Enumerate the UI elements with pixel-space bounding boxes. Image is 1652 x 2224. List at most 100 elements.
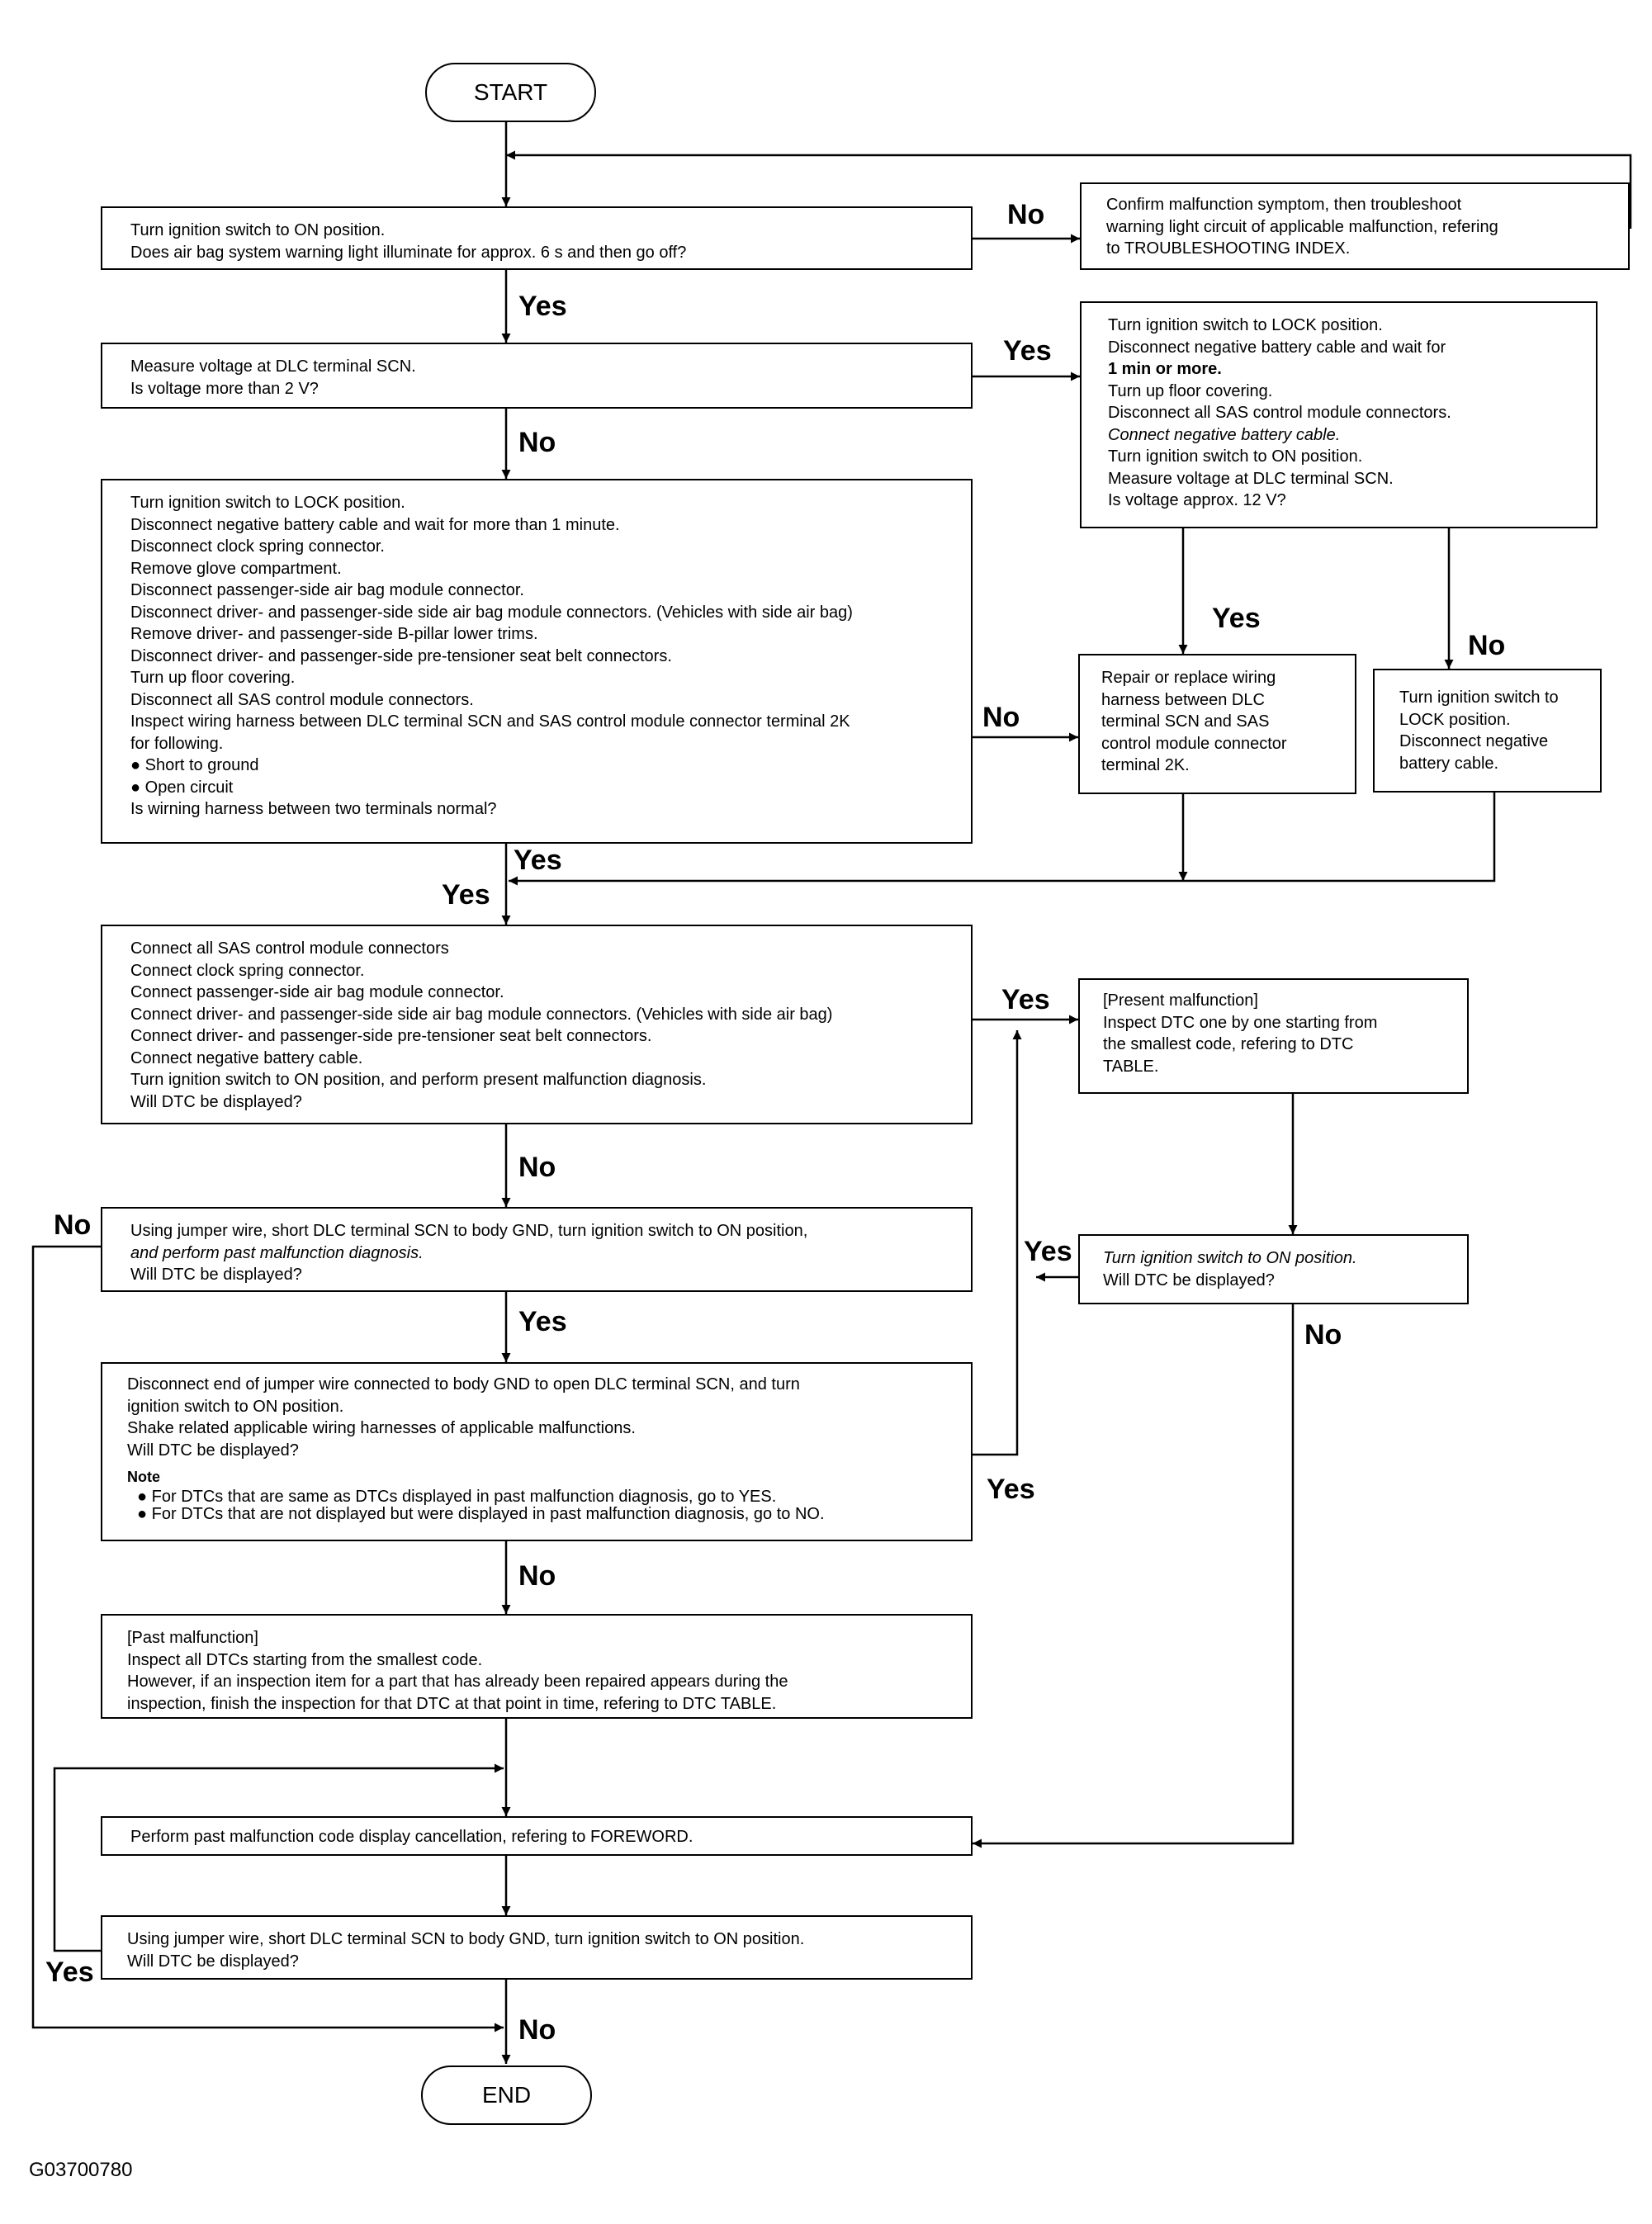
b5-line: Is wirning harness between two terminals… [130,800,497,818]
b6-line: terminal SCN and SAS [1101,712,1270,731]
connector-b7-to-merge [509,793,1496,886]
b5-line: Disconnect passenger-side air bag module… [130,581,524,599]
label-merge-yes: Yes [514,845,562,876]
b4-line: 1 min or more. [1108,360,1222,378]
b5-line: Turn ignition switch to LOCK position. [130,494,405,512]
b4-line: Measure voltage at DLC terminal SCN. [1108,469,1394,488]
b5-line: Disconnect driver- and passenger-side si… [130,603,853,622]
b3-line: Measure voltage at DLC terminal SCN. [130,357,416,376]
connector-b15-yes-loop [53,1763,504,1952]
label-b8-no: No [518,1152,556,1183]
b4-line: Turn ignition switch to ON position. [1108,447,1363,466]
b1-line: Does air bag system warning light illumi… [130,243,687,262]
connector-b10-no-left [31,1245,504,2032]
b12-note-item: ● For DTCs that are same as DTCs display… [137,1487,777,1506]
b10-line: and perform past malfunction diagnosis. [130,1243,424,1262]
b13-line: inspection, finish the inspection for th… [127,1694,777,1713]
b5-line: Turn up floor covering. [130,669,296,687]
b9-line: [Present malfunction] [1103,991,1258,1010]
label-b15-yes: Yes [45,1957,94,1988]
b6-line: terminal 2K. [1101,756,1190,774]
b5-line: Disconnect driver- and passenger-side pr… [130,646,672,665]
b7-line: Disconnect negative [1399,732,1549,750]
b12-note-title: Note [127,1469,160,1485]
step-box-4-measure-with-sas-disconnected: Turn ignition switch to LOCK position. D… [1080,301,1598,528]
step-box-12-shake-wiring-harnesses: Disconnect end of jumper wire connected … [101,1362,973,1541]
step-box-6-repair-wiring: Repair or replace wiring harness between… [1078,654,1356,794]
step-box-7-lock-and-disconnect: Turn ignition switch to LOCK position. D… [1373,669,1602,793]
step-box-2-troubleshoot-warning-light: Confirm malfunction symptom, then troubl… [1080,182,1630,270]
b9-line: the smallest code, refering to DTC [1103,1035,1354,1053]
b4-line: Is voltage approx. 12 V? [1108,491,1286,509]
label-b4-yes: Yes [1212,603,1261,634]
b5-bullet-text: Short to ground [144,756,259,774]
b7-line: Turn ignition switch to [1399,688,1559,707]
b15-line: Will DTC be displayed? [127,1952,299,1971]
connector-b2-loop-back [506,150,1632,229]
b4-line: Connect negative battery cable. [1108,425,1341,444]
b2-line: to TROUBLESHOOTING INDEX. [1106,239,1351,258]
b13-line: [Past malfunction] [127,1629,258,1647]
b5-line: Remove driver- and passenger-side B-pill… [130,625,538,643]
b5-line: Remove glove compartment. [130,559,342,578]
b14-line: Perform past malfunction code display ca… [130,1828,693,1846]
b11-line: Will DTC be displayed? [1103,1271,1275,1289]
b12-line: ignition switch to ON position. [127,1397,344,1416]
label-b10-yes: Yes [518,1306,567,1337]
b8-line: Connect clock spring connector. [130,961,365,980]
label-b12-yes: Yes [987,1474,1035,1505]
b12-line: Will DTC be displayed? [127,1441,299,1460]
b8-line: Connect driver- and passenger-side pre-t… [130,1027,652,1045]
label-b5-no: No [982,702,1020,733]
b5-line: Disconnect clock spring connector. [130,537,385,556]
step-box-8-reconnect-and-diagnose: Connect all SAS control module connector… [101,925,973,1124]
label-b3-no: No [518,427,556,458]
b2-line: warning light circuit of applicable malf… [1106,217,1498,236]
b8-line: Connect negative battery cable. [130,1048,363,1067]
label-b5-yes: Yes [442,879,490,911]
b5-bullet-text: Open circuit [144,778,234,797]
b4-line: Disconnect all SAS control module connec… [1108,404,1451,422]
step-box-15-final-dtc-check: Using jumper wire, short DLC terminal SC… [101,1915,973,1980]
label-b3-yes: Yes [1003,335,1052,367]
b8-line: Will DTC be displayed? [130,1092,302,1111]
b5-line: Disconnect all SAS control module connec… [130,690,474,709]
b13-line: Inspect all DTCs starting from the small… [127,1650,483,1669]
start-terminal: START [425,63,596,122]
b10-line: Using jumper wire, short DLC terminal SC… [130,1222,808,1240]
b12-note-text: For DTCs that are same as DTCs displayed… [151,1487,777,1506]
b5-line: Inspect wiring harness between DLC termi… [130,712,850,731]
step-box-1-warning-light-check: Turn ignition switch to ON position. Doe… [101,206,973,270]
label-b8-yes: Yes [1001,984,1050,1015]
b4-line: Turn up floor covering. [1108,381,1273,400]
step-box-14-code-display-cancellation: Perform past malfunction code display ca… [101,1816,973,1856]
b5-bullet-item: ● Short to ground [130,756,259,774]
b5-line: Disconnect negative battery cable and wa… [130,515,620,534]
b2-line: Confirm malfunction symptom, then troubl… [1106,196,1462,214]
b12-note-text: For DTCs that are not displayed but were… [151,1504,825,1523]
b15-line: Using jumper wire, short DLC terminal SC… [127,1930,805,1948]
label-b11-no: No [1304,1319,1342,1351]
figure-reference-id: G03700780 [29,2159,133,2181]
b4-line: Disconnect negative battery cable and wa… [1108,338,1446,357]
connector-b12-yes-up [973,1030,1022,1456]
label-b1-no: No [1007,199,1045,230]
b5-bullet-item: ● Open circuit [130,778,234,797]
b8-line: Turn ignition switch to ON position, and… [130,1071,707,1089]
b9-line: Inspect DTC one by one starting from [1103,1013,1378,1032]
b5-line: for following. [130,734,224,753]
label-b15-no: No [518,2014,556,2046]
b12-line: Shake related applicable wiring harnesse… [127,1419,636,1437]
b7-line: battery cable. [1399,754,1499,773]
b12-line: Disconnect end of jumper wire connected … [127,1375,800,1394]
b9-line: TABLE. [1103,1057,1159,1076]
b12-note-item: ● For DTCs that are not displayed but we… [137,1504,825,1523]
b3-line: Is voltage more than 2 V? [130,379,319,398]
step-box-10-past-malfunction-diagnosis: Using jumper wire, short DLC terminal SC… [101,1207,973,1292]
label-b12-no: No [518,1560,556,1592]
step-box-9-present-malfunction: [Present malfunction] Inspect DTC one by… [1078,978,1469,1094]
b6-line: harness between DLC [1101,690,1265,709]
step-box-11-recheck-dtc: Turn ignition switch to ON position. Wil… [1078,1234,1469,1304]
b13-line: However, if an inspection item for a par… [127,1673,788,1691]
step-box-3-measure-scn-voltage: Measure voltage at DLC terminal SCN. Is … [101,343,973,409]
